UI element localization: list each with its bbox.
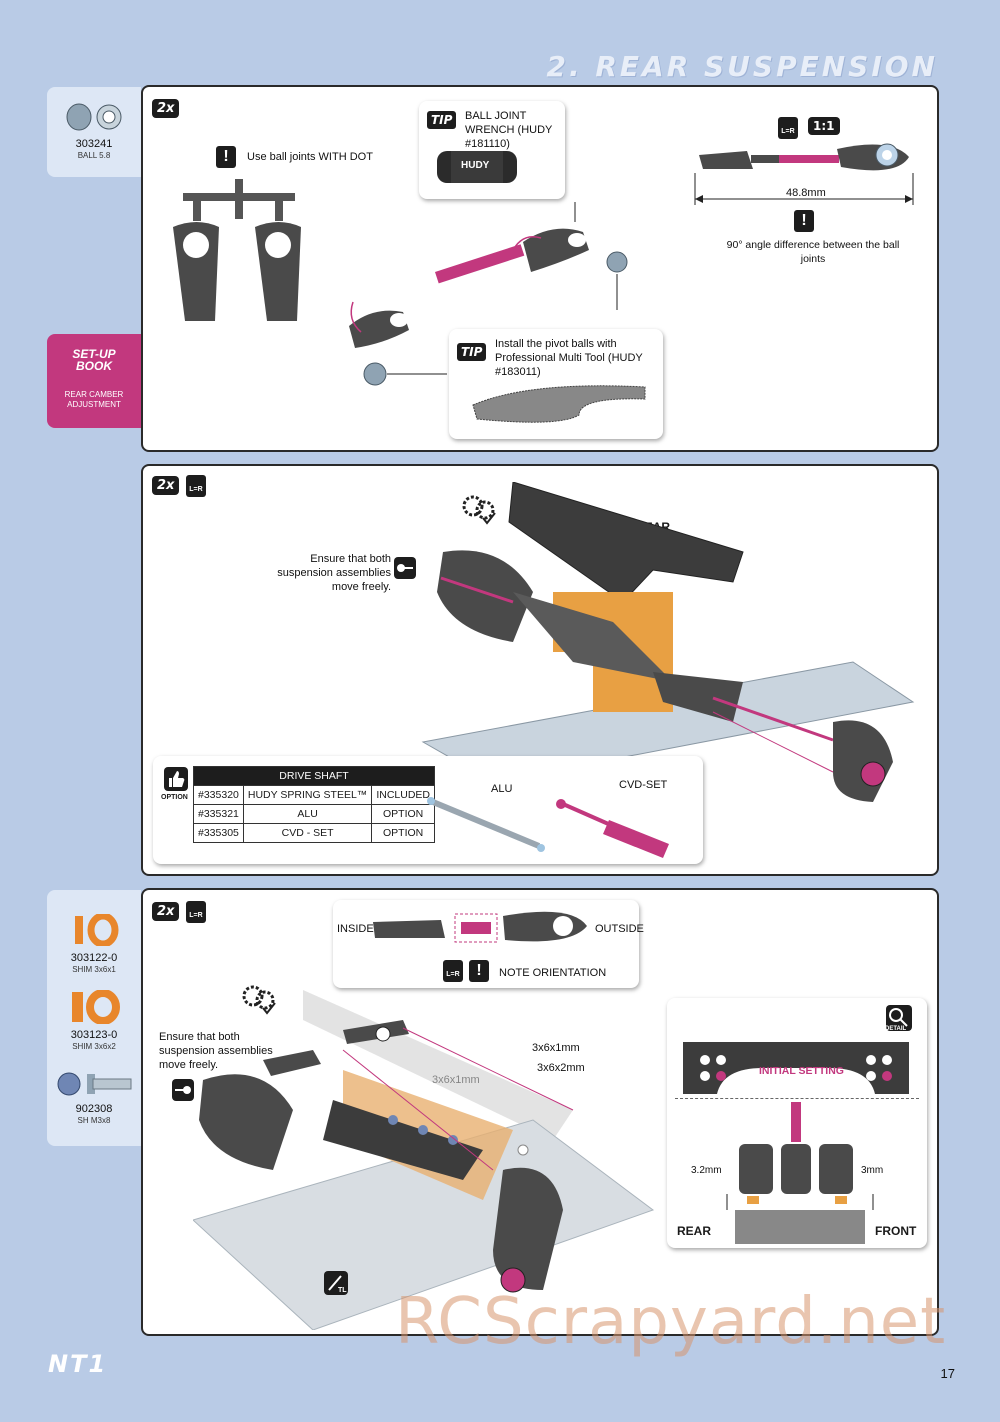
tip-pivot-text: Install the pivot balls with Professiona… xyxy=(495,338,643,378)
camber-link-illustration xyxy=(349,202,628,386)
shim-icon xyxy=(72,990,120,1024)
gear-tool-icon xyxy=(462,495,496,525)
tip-badge: TIP xyxy=(457,343,487,361)
ride-height-illustration xyxy=(726,1102,874,1244)
part-sidebox-3: 303122-0 SHIM 3x6x1 303123-0 SHIM 3x6x2 … xyxy=(47,890,141,1146)
left-right-icon: L=R xyxy=(186,475,206,497)
thumbs-up-icon xyxy=(164,767,188,791)
length-label: 48.8mm xyxy=(786,187,826,199)
part-number: 902308 xyxy=(75,1103,113,1115)
divider xyxy=(675,1098,919,1099)
tip-wrench-text: BALL JOINT WRENCH (HUDY #181110) xyxy=(465,110,553,150)
ensure-text: Ensure that both suspension assemblies m… xyxy=(277,553,391,593)
table-cell: CVD - SET xyxy=(242,823,373,843)
left-right-icon: L=R xyxy=(443,960,463,982)
outside-label: OUTSIDE xyxy=(595,923,644,935)
table-cell: #335320 xyxy=(193,785,244,805)
note-orientation: NOTE ORIENTATION xyxy=(499,967,607,979)
step2-panel: 2x L=R Ensure that both suspension assem… xyxy=(141,464,939,876)
setup-book-caption: REAR CAMBER ADJUSTMENT xyxy=(64,390,124,409)
table-row: #335320 HUDY SPRING STEEL™ INCLUDED xyxy=(193,785,435,805)
angle-note: 90° angle difference between the ball jo… xyxy=(726,239,900,265)
wrench-icon xyxy=(437,151,517,183)
wrench-brand: HUDY xyxy=(461,160,490,171)
qty-badge: 2x xyxy=(152,902,180,921)
qty-badge: 2x xyxy=(152,99,180,118)
table-cell: HUDY SPRING STEEL™ xyxy=(242,785,373,805)
tip-pivot-callout: TIP Install the pivot balls with Profess… xyxy=(449,329,663,439)
camber-plate-illustration xyxy=(683,1042,909,1094)
shim-label: 3x6x2mm xyxy=(537,1062,585,1074)
link-orientation-illustration xyxy=(373,911,587,943)
part-sidebox-1: 303241 BALL 5.8 xyxy=(47,87,141,177)
warning-icon: ! xyxy=(216,146,236,168)
rear-suspension-illustration xyxy=(421,482,915,802)
multi-tool-icon xyxy=(472,385,646,423)
height-front: 3mm xyxy=(861,1165,884,1176)
cvd-label: CVD-SET xyxy=(619,779,668,791)
orientation-callout: INSIDE OUTSIDE L=R ! NOTE ORIENTATION xyxy=(333,900,644,988)
free-movement-icon xyxy=(172,1079,194,1101)
step3-panel: 2x L=R INSIDE OUTSIDE L=R ! NOTE ORIENTA… xyxy=(141,888,939,1336)
step1-panel: 2x ! Use ball joints WITH DOT TIP BALL J… xyxy=(141,85,939,452)
part-number: 303123-0 xyxy=(70,1029,118,1041)
rear-label: REAR xyxy=(677,1224,712,1238)
detail-label: DETAIL xyxy=(885,1026,907,1032)
table-cell: #335321 xyxy=(193,804,244,824)
table-row: #335305 CVD - SET OPTION xyxy=(193,823,435,843)
drive-shaft-options-illustration xyxy=(427,797,669,858)
warning-icon: ! xyxy=(469,960,489,982)
inside-label: INSIDE xyxy=(337,923,374,935)
option-label: OPTION xyxy=(161,794,188,801)
rear-camber-link-illustration xyxy=(193,990,655,1330)
part-name: BALL 5.8 xyxy=(77,151,111,160)
setup-book-line1: SET-UP xyxy=(72,347,116,361)
part-name: SH M3x8 xyxy=(77,1116,111,1125)
detail-callout: DETAIL INITIAL SETTING 3.2mm 3mm xyxy=(667,998,927,1248)
left-right-icon: L=R xyxy=(186,901,206,923)
camber-link-1to1-illustration xyxy=(694,143,914,205)
tool-tl-label: TL xyxy=(338,1287,347,1294)
part-name: SHIM 3x6x2 xyxy=(72,1042,116,1051)
warning-icon: ! xyxy=(794,210,814,232)
ball-joint-tree-illustration xyxy=(173,179,301,321)
free-movement-icon xyxy=(394,557,416,579)
table-cell: OPTION xyxy=(371,823,435,843)
ball-icon xyxy=(66,103,122,131)
scale-badge: 1:1 xyxy=(808,117,840,135)
setup-book-line2: BOOK xyxy=(76,359,112,373)
shim-icon xyxy=(75,914,119,946)
table-cell: OPTION xyxy=(371,804,435,824)
gear-tool-icon xyxy=(242,985,276,1015)
alu-label: ALU xyxy=(491,783,513,795)
tool-tl-icon xyxy=(324,1271,348,1295)
setup-book[interactable]: SET-UP BOOK REAR CAMBER ADJUSTMENT xyxy=(47,334,141,428)
initial-setting-label: INITIAL SETTING xyxy=(759,1065,844,1077)
table-header: DRIVE SHAFT xyxy=(193,766,435,786)
note-dot: Use ball joints WITH DOT xyxy=(247,151,373,163)
page-title: 2. REAR SUSPENSION xyxy=(546,50,938,83)
part-number: 303122-0 xyxy=(70,952,118,964)
ensure-text: Ensure that both suspension assemblies m… xyxy=(159,1031,273,1071)
shim-label: 3x6x1mm xyxy=(532,1042,580,1054)
left-right-icon: L=R xyxy=(778,117,798,139)
front-label: FRONT xyxy=(875,1224,917,1238)
detail-magnify-icon xyxy=(886,1005,912,1031)
tip-wrench-callout: TIP BALL JOINT WRENCH (HUDY #181110) HUD… xyxy=(419,101,565,199)
tip-badge: TIP xyxy=(427,111,457,129)
screw-icon xyxy=(57,1072,132,1096)
part-number: 303241 xyxy=(75,138,113,150)
drive-shaft-table: DRIVE SHAFT #335320 HUDY SPRING STEEL™ I… xyxy=(193,766,435,843)
table-cell: INCLUDED xyxy=(371,785,435,805)
height-rear: 3.2mm xyxy=(691,1165,722,1176)
drive-shaft-option-callout: OPTION DRIVE SHAFT #335320 HUDY SPRING S… xyxy=(153,756,703,864)
brand-logo: NT1 xyxy=(48,1350,108,1378)
watermark: RCScrapyard.net xyxy=(395,1285,947,1359)
table-cell: ALU xyxy=(242,804,373,824)
part-name: SHIM 3x6x1 xyxy=(72,965,116,974)
table-row: #335321 ALU OPTION xyxy=(193,804,435,824)
qty-badge: 2x xyxy=(152,476,180,495)
page-number: 17 xyxy=(940,1366,955,1381)
table-cell: #335305 xyxy=(193,823,244,843)
